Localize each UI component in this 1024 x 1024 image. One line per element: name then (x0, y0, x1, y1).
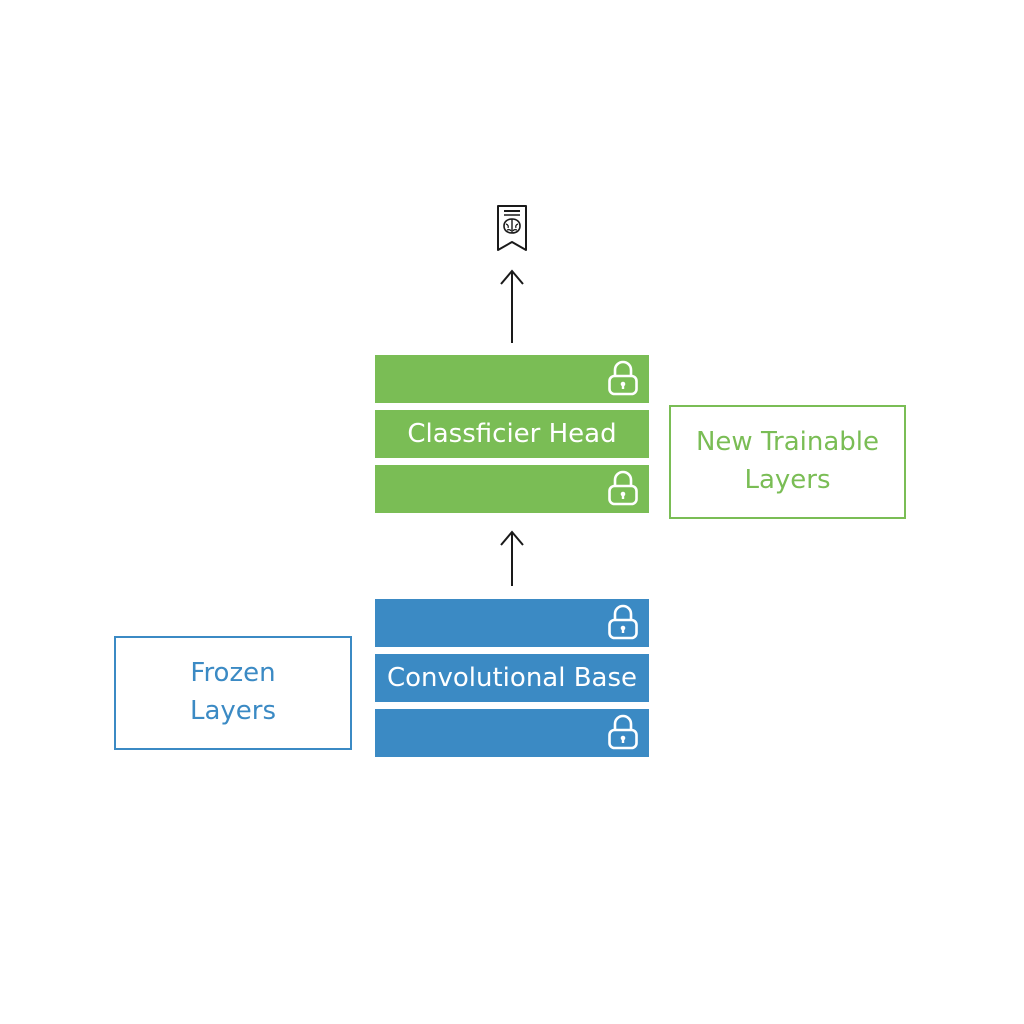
brain-document-icon (497, 205, 527, 251)
trainable-callout-line2: Layers (744, 465, 831, 495)
convolutional-base-top-layer (375, 599, 649, 647)
convolutional-base-layer: Convolutional Base (375, 654, 649, 702)
lock-icon (608, 470, 638, 506)
convolutional-base-bottom-layer (375, 709, 649, 757)
classifier-head-label: Classficier Head (407, 419, 617, 449)
classifier-head-top-layer (375, 355, 649, 403)
lock-icon (608, 604, 638, 640)
arrow-up-icon (500, 269, 524, 343)
lock-icon (608, 360, 638, 396)
frozen-callout-line2: Layers (189, 696, 277, 726)
convolutional-base-label: Convolutional Base (386, 663, 638, 693)
frozen-layers-callout: Frozen Layers (114, 636, 352, 750)
arrow-up-icon (500, 530, 524, 586)
classifier-head-bottom-layer (375, 465, 649, 513)
classifier-head-layer: Classficier Head (375, 410, 649, 458)
lock-icon (608, 714, 638, 750)
frozen-callout-line1: Frozen (190, 658, 276, 689)
trainable-layers-callout: New Trainable Layers (669, 405, 906, 519)
trainable-callout-line1: New Trainable (695, 427, 879, 458)
